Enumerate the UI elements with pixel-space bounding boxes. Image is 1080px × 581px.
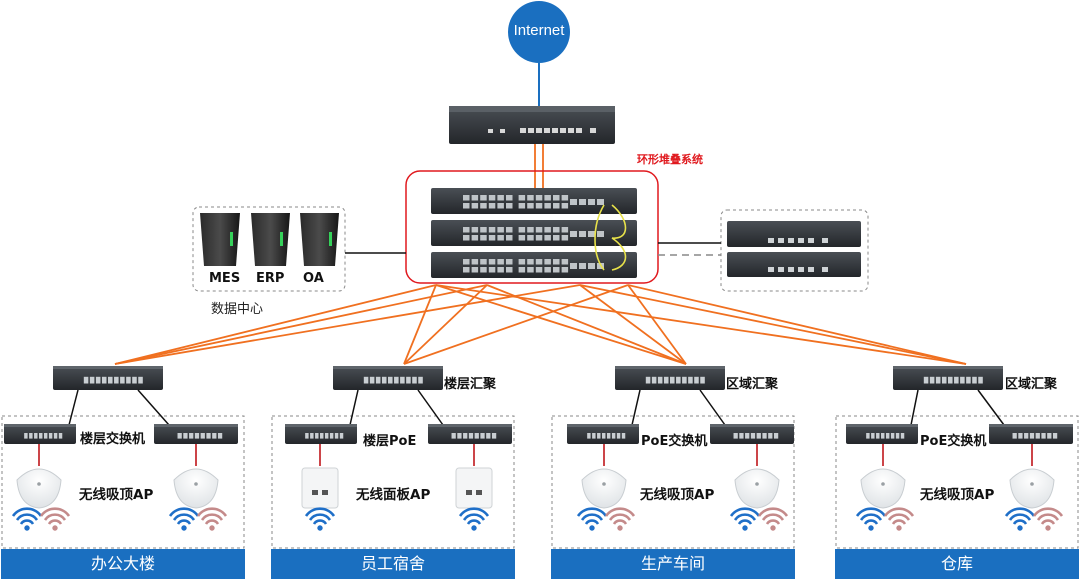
site-group xyxy=(271,366,515,549)
agg-access-link xyxy=(631,389,641,426)
site1-access-label: 楼层交换机 xyxy=(80,432,146,447)
appliance-icon xyxy=(727,221,861,277)
site3-agg-label: 区域汇聚 xyxy=(726,377,779,392)
access-switch-icon xyxy=(989,424,1073,444)
stack-system-label: 环形堆叠系统 xyxy=(637,153,703,166)
site-frame xyxy=(271,415,515,549)
site4-access-label: PoE交换机 xyxy=(920,434,987,449)
uplink-line xyxy=(403,284,437,365)
server-label-oa: OA xyxy=(303,271,324,286)
site-frame xyxy=(835,415,1079,549)
server-label-mes: MES xyxy=(209,271,241,286)
uplink-line xyxy=(114,284,437,365)
site4-ap-label: 无线吸顶AP xyxy=(920,487,995,503)
wifi-signal-icon xyxy=(304,507,336,532)
datacenter-label: 数据中心 xyxy=(211,302,264,317)
wifi-signal-icon xyxy=(1004,507,1036,532)
uplink-line xyxy=(435,284,967,365)
access-switch-icon xyxy=(428,424,512,444)
agg-access-link xyxy=(417,389,444,426)
site1-name-bar: 办公大楼 xyxy=(1,549,245,579)
stack-cable xyxy=(611,204,627,239)
uplink-line xyxy=(579,284,687,365)
agg-access-link xyxy=(349,389,359,426)
access-switch-icon xyxy=(285,424,357,444)
aggregation-switch-icon xyxy=(615,366,725,390)
wifi-signal-icon xyxy=(883,507,915,532)
core-router-icon xyxy=(449,106,615,144)
wifi-signal-icon xyxy=(168,507,200,532)
aggregation-switch-icon xyxy=(53,366,163,390)
ceiling-ap-icon xyxy=(16,468,62,509)
site-frame xyxy=(1,415,245,549)
site2-access-label: 楼层PoE xyxy=(363,434,417,449)
site4-name-bar: 仓库 xyxy=(835,549,1079,579)
uplink-line xyxy=(486,284,687,365)
site-group xyxy=(1,366,245,549)
site2-ap-label: 无线面板AP xyxy=(356,487,431,503)
internet-node xyxy=(508,1,570,63)
uplink-line xyxy=(627,284,687,365)
wifi-signal-icon xyxy=(576,507,608,532)
site1-ap-label: 无线吸顶AP xyxy=(79,487,154,503)
site-group xyxy=(551,366,795,549)
wifi-signal-icon xyxy=(1032,507,1064,532)
wifi-signal-icon xyxy=(855,507,887,532)
site-frame xyxy=(551,415,795,549)
uplink-line xyxy=(403,284,488,365)
stack-cable xyxy=(594,204,605,271)
appliance-frame xyxy=(720,209,869,292)
aggregation-switch-icon xyxy=(893,366,1003,390)
site4-agg-label: 区域汇聚 xyxy=(1005,377,1058,392)
stack-switch-icon xyxy=(431,188,637,278)
ceiling-ap-icon xyxy=(860,468,906,509)
access-switch-icon xyxy=(567,424,639,444)
access-switch-icon xyxy=(710,424,794,444)
wifi-signal-icon xyxy=(458,507,490,532)
panel-ap-icon xyxy=(455,467,493,509)
access-switch-icon xyxy=(154,424,238,444)
uplink-line xyxy=(579,284,967,365)
ceiling-ap-icon xyxy=(173,468,219,509)
wifi-signal-icon xyxy=(729,507,761,532)
agg-access-link xyxy=(137,389,170,426)
access-switch-icon xyxy=(846,424,918,444)
datacenter-frame xyxy=(192,206,346,292)
site3-access-label: PoE交换机 xyxy=(641,434,708,449)
site2-agg-label: 楼层汇聚 xyxy=(444,377,497,392)
wifi-signal-icon xyxy=(11,507,43,532)
wifi-signal-icon xyxy=(757,507,789,532)
uplink-line xyxy=(114,284,488,365)
internet-label: Internet xyxy=(513,22,565,39)
uplink-line xyxy=(435,284,687,365)
access-switch-icon xyxy=(4,424,76,444)
agg-access-link xyxy=(977,389,1005,426)
aggregation-switch-icon xyxy=(333,366,443,390)
wifi-signal-icon xyxy=(604,507,636,532)
agg-access-link xyxy=(910,389,919,426)
uplink-line xyxy=(114,284,581,365)
wifi-signal-icon xyxy=(39,507,71,532)
stack-system-frame xyxy=(405,170,659,284)
ceiling-ap-icon xyxy=(734,468,780,509)
site3-ap-label: 无线吸顶AP xyxy=(640,487,715,503)
agg-access-link xyxy=(68,389,79,426)
panel-ap-icon xyxy=(301,467,339,509)
server-icon xyxy=(200,213,339,266)
site2-name-bar: 员工宿舍 xyxy=(271,549,515,579)
site-group xyxy=(835,366,1079,549)
ceiling-ap-icon xyxy=(1009,468,1055,509)
stack-cable xyxy=(611,237,627,271)
site3-name-bar: 生产车间 xyxy=(551,549,795,579)
ceiling-ap-icon xyxy=(581,468,627,509)
uplink-line xyxy=(627,284,967,365)
wifi-signal-icon xyxy=(196,507,228,532)
server-label-erp: ERP xyxy=(256,271,285,286)
agg-access-link xyxy=(699,389,726,426)
uplink-line xyxy=(403,284,629,365)
